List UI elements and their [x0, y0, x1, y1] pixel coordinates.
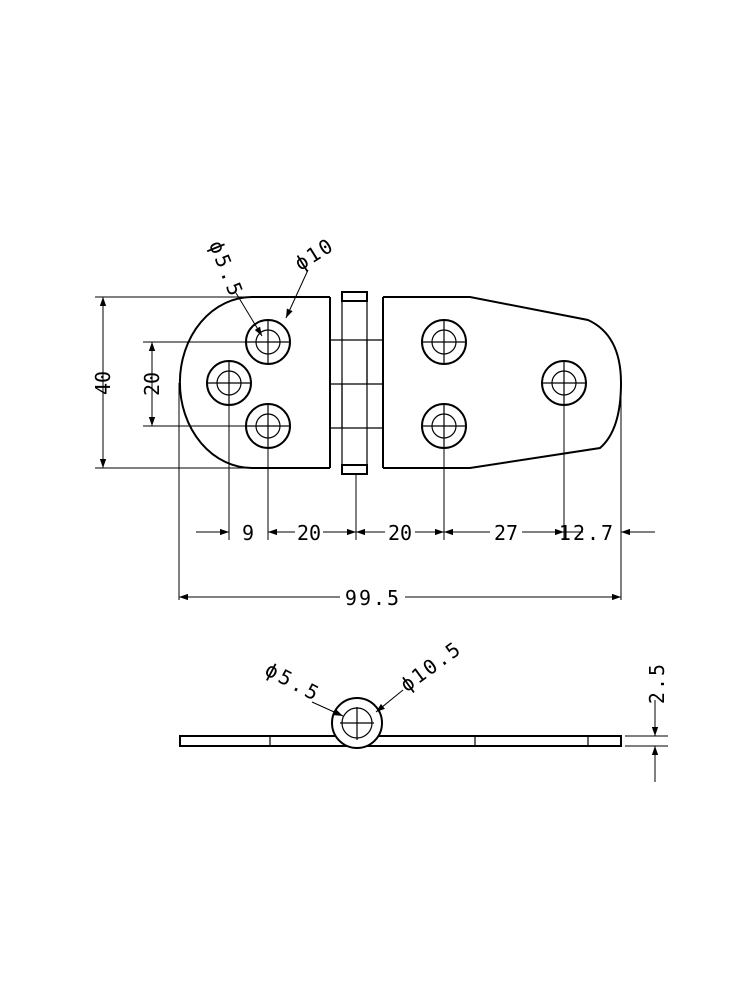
hole-right-bottom [421, 403, 467, 449]
dim-height-overall: 40 [91, 371, 115, 395]
hole-right-top [421, 319, 467, 365]
dim-12-7: 12.7 [559, 521, 615, 545]
knuckle-strip [329, 291, 384, 475]
dim-27: 27 [494, 521, 518, 545]
hole-left-middle [206, 360, 252, 406]
left-leaf-outline [178, 296, 330, 469]
dim-20-right: 20 [388, 521, 412, 545]
dim-thickness: 2.5 [645, 662, 669, 704]
dim-20-left: 20 [297, 521, 321, 545]
dim-pin-diameter: ϕ5.5 [261, 657, 325, 706]
dim-9: 9 [242, 521, 254, 545]
dim-length-overall: 99.5 [345, 586, 401, 610]
hinge-top-view [178, 291, 623, 475]
hole-right-end [541, 360, 587, 406]
dim-counterbore-diameter: ϕ10 [290, 233, 338, 276]
dim-hole-pitch-vertical: 20 [140, 372, 164, 396]
right-leaf-outline [383, 296, 623, 469]
dim-hole-diameter: ϕ5.5 [204, 237, 249, 302]
hinge-side-view [179, 689, 668, 782]
dim-knuckle-diameter: ϕ10.5 [395, 636, 466, 697]
dimension-lines [95, 269, 655, 601]
knuckle-section [331, 697, 383, 749]
